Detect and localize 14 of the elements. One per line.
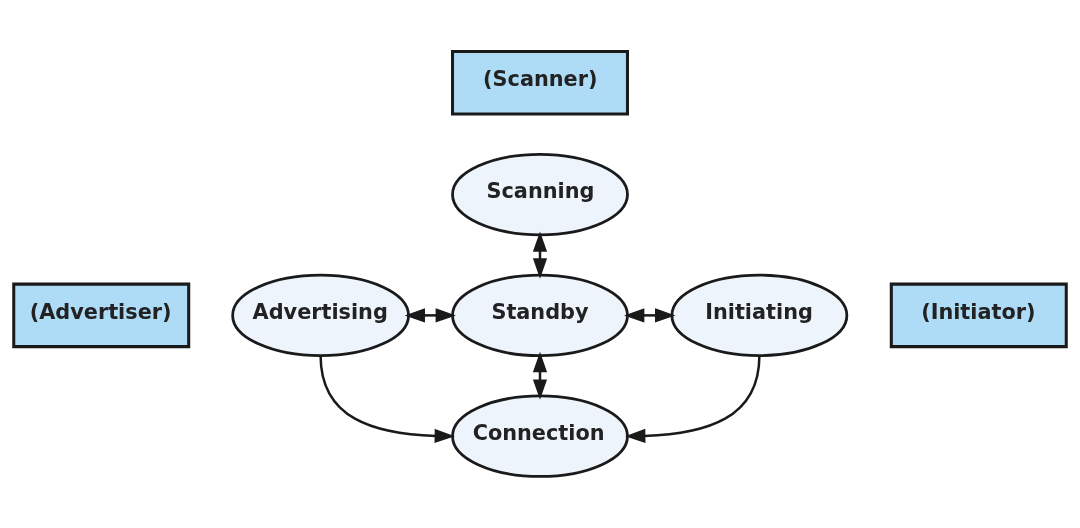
arrow <box>625 355 761 444</box>
node-ellipse: Connection <box>451 394 629 478</box>
node-box: (Scanner) <box>451 50 629 116</box>
node-ellipse: Scanning <box>451 152 629 237</box>
node-ellipse: Initiating <box>670 273 849 358</box>
arrow <box>319 355 455 444</box>
node-ellipse: Advertising <box>231 273 410 358</box>
arrow <box>532 351 548 400</box>
node-box: (Initiator) <box>889 282 1068 349</box>
arrow <box>624 308 676 323</box>
arrow <box>404 308 456 323</box>
node-box: (Advertiser) <box>12 282 191 349</box>
arrow <box>532 231 548 279</box>
node-ellipse: Standby <box>451 273 629 358</box>
